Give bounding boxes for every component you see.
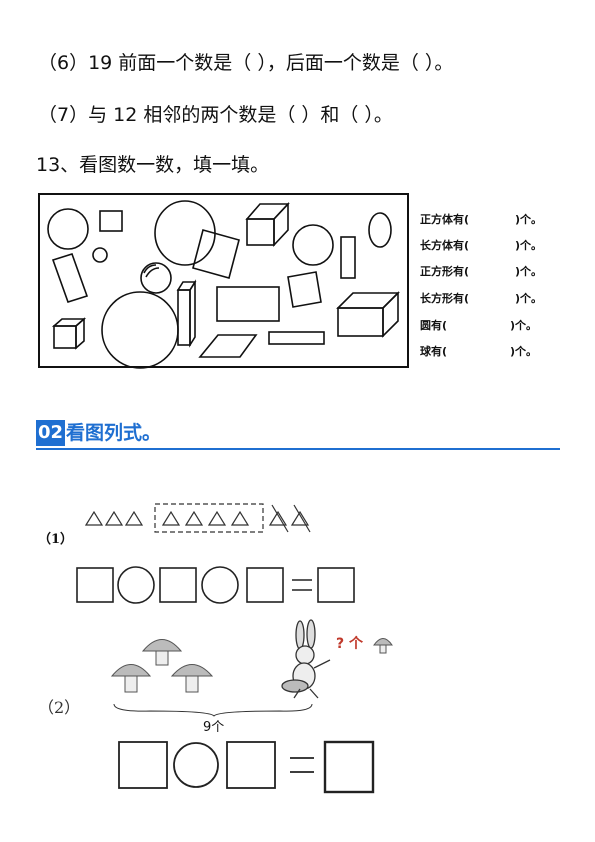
question-6: （6）19 前面一个数是（ ），后面一个数是（ ）。 xyxy=(38,52,454,74)
section-heading: 02 看图列式。 xyxy=(36,420,560,450)
triangle-icon xyxy=(161,510,181,526)
circle-shape xyxy=(368,212,392,248)
answer-box xyxy=(159,567,197,603)
triangle-icon xyxy=(230,510,250,526)
square-shape xyxy=(99,210,123,232)
mushroom-icon xyxy=(110,664,152,693)
sphere-highlight xyxy=(143,264,157,274)
cuboid-shape xyxy=(336,291,400,338)
answer-box xyxy=(118,741,168,789)
sphere-shape xyxy=(140,262,172,294)
rectangle-shape xyxy=(268,331,325,345)
square-shape xyxy=(192,229,240,279)
mushroom-icon xyxy=(373,638,393,654)
circle-shape xyxy=(47,208,89,250)
legend-square: 正方形有()个。 xyxy=(420,265,543,278)
cross-out-mark xyxy=(293,504,311,533)
triangle-icon xyxy=(84,510,104,526)
triangle-icon xyxy=(290,510,310,526)
triangle-icon xyxy=(124,510,144,526)
mushroom-icon xyxy=(141,639,183,666)
section-number: 02 xyxy=(36,420,66,446)
question-7: （7）与 12 相邻的两个数是（ ）和（ ）。 xyxy=(38,104,393,126)
operator-circle xyxy=(173,742,219,788)
circle-shape xyxy=(101,291,179,369)
shape-counting-picture xyxy=(38,193,409,369)
cube-shape xyxy=(51,317,87,350)
answer-box xyxy=(76,567,114,603)
legend-rectangle: 长方形有()个。 xyxy=(420,292,543,305)
triangle-icon xyxy=(184,510,204,526)
answer-box xyxy=(246,567,284,603)
rectangle-shape xyxy=(216,286,280,322)
rectangle-shape xyxy=(340,236,356,279)
operator-circle xyxy=(117,566,155,604)
cube-shape xyxy=(245,201,290,248)
answer-box xyxy=(323,740,375,794)
brace-mark xyxy=(113,703,313,717)
circle-shape xyxy=(92,247,108,263)
mushroom-count-label: 9个 xyxy=(203,720,225,735)
mushroom-icon xyxy=(170,664,214,693)
cuboid-shape xyxy=(176,279,197,348)
triangle-icon xyxy=(104,510,124,526)
section-divider xyxy=(36,448,560,450)
rectangle-shape xyxy=(51,253,89,303)
shapes-illustration xyxy=(47,200,400,369)
square-shape xyxy=(287,271,322,308)
cross-out-mark xyxy=(271,504,289,533)
sphere-highlight xyxy=(145,267,160,278)
legend-cube: 正方体有()个。 xyxy=(420,213,543,226)
circle-shape xyxy=(154,200,216,266)
problem-2-label: （2） xyxy=(38,698,81,717)
rabbit-icon xyxy=(281,619,331,699)
triangle-icon xyxy=(207,510,227,526)
legend-circle: 圆有()个。 xyxy=(420,319,538,332)
dashed-group-box xyxy=(154,503,264,533)
problem-1-label: （1） xyxy=(38,532,74,547)
answer-box xyxy=(317,567,355,603)
section-title: 看图列式。 xyxy=(66,422,162,444)
legend-cuboid: 长方体有()个。 xyxy=(420,239,543,252)
operator-circle xyxy=(201,566,239,604)
legend-sphere: 球有()个。 xyxy=(420,345,538,358)
parallelogram-shape xyxy=(198,334,258,358)
circle-shape xyxy=(292,224,334,266)
triangle-icon xyxy=(268,510,288,526)
question-13: 13、看图数一数，填一填。 xyxy=(36,154,270,176)
rabbit-question: ? 个 xyxy=(336,636,363,652)
answer-box xyxy=(226,741,276,789)
